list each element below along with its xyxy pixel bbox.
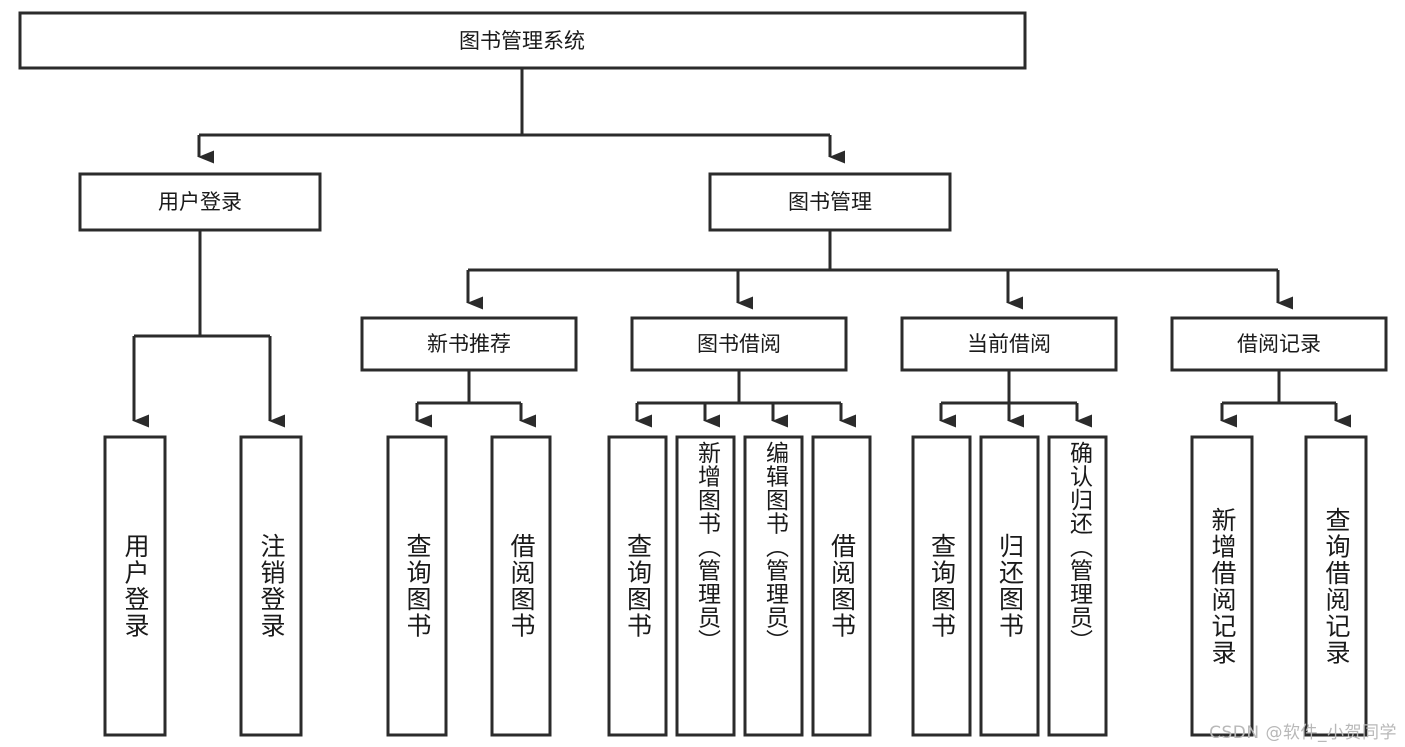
node-borrow-record-label: 借阅记录 (1237, 332, 1321, 356)
node-new-book-recommend-box[interactable] (360, 316, 578, 372)
leaf-box-user-login-0[interactable] (103, 435, 167, 737)
watermark-text: CSDN @软件_小贺同学 (1209, 723, 1397, 743)
leaf-box-user-login-1[interactable] (239, 435, 303, 737)
node-book-borrow-label: 图书借阅 (697, 332, 781, 356)
node-current-borrow-label: 当前借阅 (967, 332, 1051, 356)
leaf-box-book-borrow-2[interactable] (743, 435, 804, 737)
node-borrow-record-box[interactable] (1170, 316, 1388, 372)
node-user-login-label: 用户登录 (158, 190, 242, 214)
leaf-box-book-borrow-3[interactable] (811, 435, 872, 737)
leaf-box-borrow-record-1[interactable] (1304, 435, 1368, 737)
node-book-manage-box[interactable] (708, 172, 952, 232)
leaf-box-new-book-0[interactable] (386, 435, 448, 737)
node-book-borrow-box[interactable] (630, 316, 848, 372)
leaf-box-book-borrow-0[interactable] (607, 435, 668, 737)
node-root-label: 图书管理系统 (459, 29, 585, 53)
leaf-box-new-book-1[interactable] (490, 435, 552, 737)
leaf-box-current-borrow-1[interactable] (979, 435, 1040, 737)
node-root-box[interactable] (18, 11, 1027, 70)
node-new-book-recommend-label: 新书推荐 (427, 332, 511, 356)
node-book-manage-label: 图书管理 (788, 190, 872, 214)
leaf-box-borrow-record-0[interactable] (1190, 435, 1254, 737)
leaf-box-book-borrow-1[interactable] (675, 435, 736, 737)
leaf-box-current-borrow-0[interactable] (911, 435, 972, 737)
node-current-borrow-box[interactable] (900, 316, 1118, 372)
leaf-box-current-borrow-2[interactable] (1047, 435, 1108, 737)
